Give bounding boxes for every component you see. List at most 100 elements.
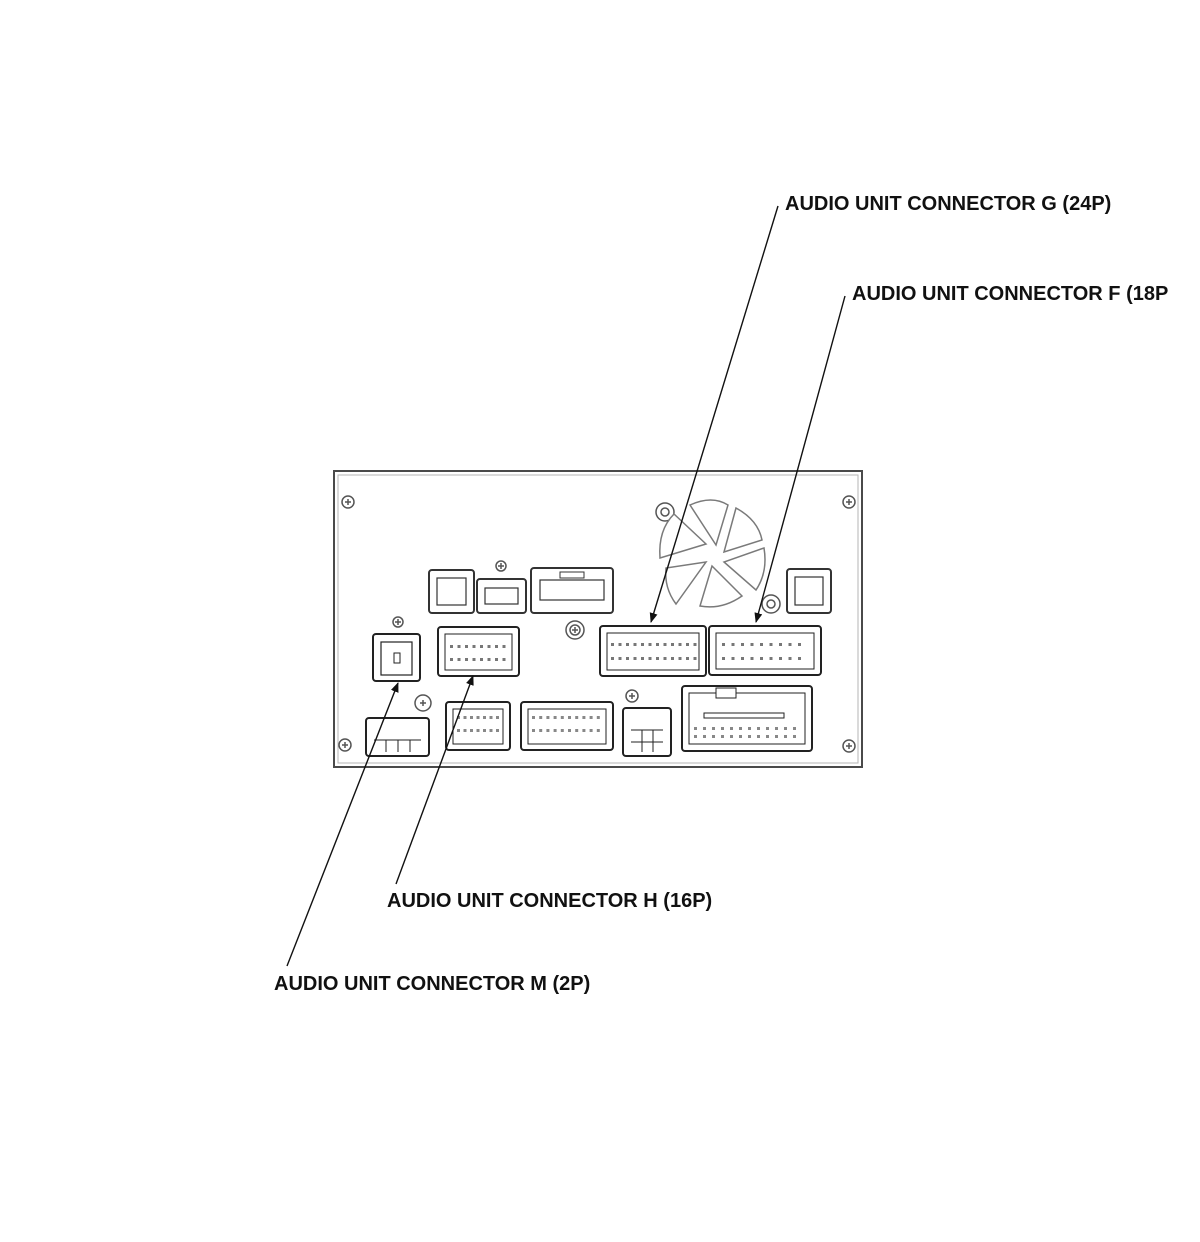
- connector-pin: [553, 716, 557, 719]
- connector-bottom-4: [622, 707, 672, 757]
- connector-pin: [472, 645, 476, 648]
- connector-pin: [553, 729, 557, 732]
- connector-pin: [712, 727, 715, 730]
- connector-f-pins: [722, 643, 801, 660]
- connector-pin: [470, 729, 473, 732]
- connector-pin: [730, 727, 733, 730]
- connector-pin: [568, 729, 571, 732]
- connector-pin: [489, 729, 493, 732]
- connector-pin: [496, 716, 499, 719]
- connector-pin: [779, 643, 782, 646]
- connector-pin: [784, 735, 787, 738]
- connector-pin: [618, 657, 622, 660]
- callout-connector-m: AUDIO UNIT CONNECTOR M (2P): [274, 973, 591, 995]
- connector-pin: [656, 657, 659, 660]
- connector-pin: [596, 716, 600, 719]
- screw-small-4: [625, 689, 639, 703]
- connector-pin: [775, 735, 778, 738]
- connector-pin: [457, 716, 460, 719]
- connector-pin: [589, 729, 593, 732]
- connector-pin: [769, 657, 773, 660]
- leader-line-f: [754, 295, 846, 623]
- connector-pin: [480, 658, 483, 661]
- connector-pin: [539, 716, 543, 719]
- connector-pin: [788, 657, 792, 660]
- connector-pin: [611, 657, 614, 660]
- connector-pin: [575, 716, 579, 719]
- connector-pin: [757, 727, 760, 730]
- connector-pin: [502, 658, 506, 661]
- connector-pin: [766, 735, 769, 738]
- connector-pin: [483, 729, 486, 732]
- connector-pin: [618, 643, 622, 646]
- connector-top-right-small: [786, 568, 832, 614]
- connector-pin: [487, 645, 491, 648]
- connector-pin: [748, 727, 751, 730]
- connector-top-wide: [530, 567, 614, 614]
- connector-pin: [686, 643, 689, 646]
- connector-h-16p: [437, 626, 520, 677]
- connector-pin: [589, 716, 593, 719]
- connector-pin: [703, 727, 706, 730]
- connector-pin: [748, 735, 751, 738]
- connector-pin: [678, 657, 682, 660]
- connector-pin: [663, 643, 667, 646]
- connector-pin: [582, 716, 586, 719]
- screw-top-right: [842, 495, 856, 509]
- callout-connector-f: AUDIO UNIT CONNECTOR F (18P: [852, 283, 1169, 305]
- connector-pin: [722, 643, 725, 646]
- connector-pin: [463, 716, 467, 719]
- screw-center: [565, 620, 585, 640]
- connector-pin: [739, 735, 742, 738]
- connector-pin: [457, 729, 460, 732]
- connector-g-pins: [611, 643, 697, 660]
- leader-line-m: [286, 682, 399, 967]
- connector-pin: [539, 729, 543, 732]
- connector-pin: [596, 729, 600, 732]
- connector-pin: [750, 657, 754, 660]
- connector-pin: [798, 643, 801, 646]
- connector-pin: [663, 657, 667, 660]
- connector-pin: [694, 727, 697, 730]
- connector-pin: [641, 643, 644, 646]
- connector-pin: [731, 657, 735, 660]
- connector-pin: [757, 735, 760, 738]
- connector-pin: [793, 735, 796, 738]
- connector-pin: [450, 645, 453, 648]
- screw-fan-bottom: [761, 594, 781, 614]
- connector-pin: [722, 657, 725, 660]
- connector-pin: [560, 716, 564, 719]
- connector-bottom-large: [681, 685, 813, 752]
- screw-small-3: [414, 694, 432, 712]
- screw-small-2: [392, 616, 404, 628]
- connector-pin: [450, 658, 453, 661]
- connector-pin: [575, 729, 579, 732]
- connector-pin: [693, 643, 697, 646]
- connector-pin: [739, 727, 742, 730]
- connector-pin: [648, 657, 652, 660]
- connector-pin: [568, 716, 571, 719]
- connector-pin: [671, 643, 674, 646]
- bottom-connector-pins: [457, 716, 796, 738]
- connector-pin: [465, 645, 468, 648]
- connector-pin: [633, 643, 637, 646]
- connector-pin: [532, 729, 535, 732]
- connector-h-pins: [450, 645, 506, 661]
- connector-pin: [641, 657, 644, 660]
- connector-pin: [775, 727, 778, 730]
- connector-bottom-1: [365, 717, 430, 757]
- connector-pin: [760, 657, 763, 660]
- connector-pin: [626, 657, 629, 660]
- connector-pin: [532, 716, 535, 719]
- cooling-fan-icon: [659, 499, 766, 608]
- connector-pin: [678, 643, 682, 646]
- connector-pin: [480, 645, 483, 648]
- screw-fan-top: [655, 502, 675, 522]
- connector-bottom-3: [520, 701, 614, 751]
- connector-pin: [686, 657, 689, 660]
- connector-pin: [656, 643, 659, 646]
- connector-pin: [633, 657, 637, 660]
- connector-pin: [798, 657, 801, 660]
- connector-pin: [741, 643, 744, 646]
